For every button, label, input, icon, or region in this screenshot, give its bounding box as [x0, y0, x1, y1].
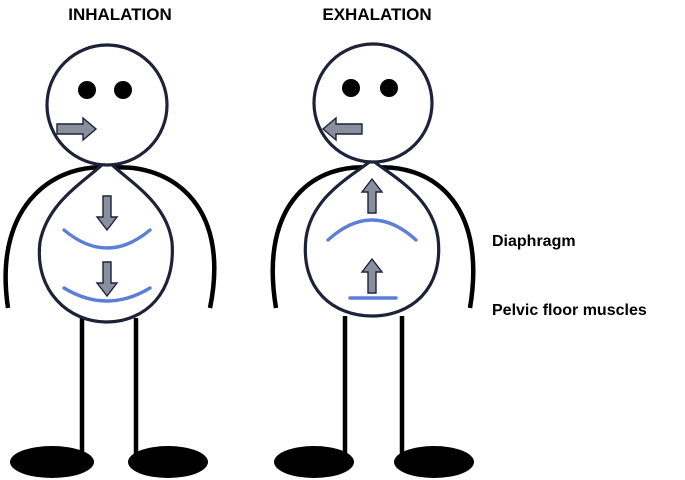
exhalation-left-foot [274, 446, 354, 478]
exhalation-title: EXHALATION [322, 5, 431, 24]
pelvic-floor-label: Pelvic floor muscles [492, 302, 647, 319]
exhalation-air-out-arrow [321, 116, 363, 142]
exhalation-diaphragm-up-arrow [360, 177, 384, 214]
inhalation-right-foot [128, 446, 208, 478]
exhalation-pelvic-up-arrow [360, 257, 384, 294]
inhalation-pelvic-down-arrow [95, 261, 119, 298]
inhalation-head [45, 43, 169, 167]
exhalation-torso [303, 157, 441, 318]
exhalation-diaphragm [326, 218, 418, 242]
inhalation-left-foot [10, 446, 94, 478]
inhalation-right-eye [114, 81, 132, 99]
inhalation-torso [37, 157, 174, 324]
exhalation-left-eye [342, 79, 360, 97]
inhalation-diaphragm [62, 228, 152, 250]
inhalation-title: INHALATION [68, 5, 172, 24]
exhalation-right-eye [380, 79, 398, 97]
inhalation-diaphragm-down-arrow [95, 195, 119, 232]
exhalation-figure [270, 42, 476, 478]
diaphragm-label: Diaphragm [492, 233, 576, 250]
exhalation-head [312, 42, 434, 164]
inhalation-air-in-arrow [56, 116, 98, 142]
exhalation-right-foot [394, 446, 474, 478]
inhalation-pelvic-floor [62, 286, 152, 303]
inhalation-figure [3, 43, 217, 478]
inhalation-left-eye [78, 81, 96, 99]
